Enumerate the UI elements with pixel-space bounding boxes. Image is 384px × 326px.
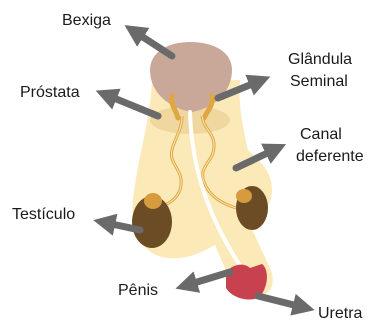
bexiga-arrow: [132, 30, 172, 56]
label-canal-2: deferente: [296, 148, 364, 165]
epididymis-right: [236, 189, 252, 203]
label-uretra: Uretra: [318, 305, 363, 322]
label-canal-1: Canal: [300, 126, 342, 143]
label-glandula-2: Seminal: [290, 73, 348, 90]
label-testiculo: Testículo: [12, 206, 75, 223]
label-glandula-1: Glândula: [288, 51, 352, 68]
penis-arrow: [184, 272, 230, 286]
label-prostata: Próstata: [20, 84, 80, 101]
label-bexiga: Bexiga: [62, 12, 111, 29]
label-penis: Pênis: [118, 282, 158, 299]
uretra-arrow: [258, 296, 306, 308]
epididymis-left: [144, 193, 162, 209]
